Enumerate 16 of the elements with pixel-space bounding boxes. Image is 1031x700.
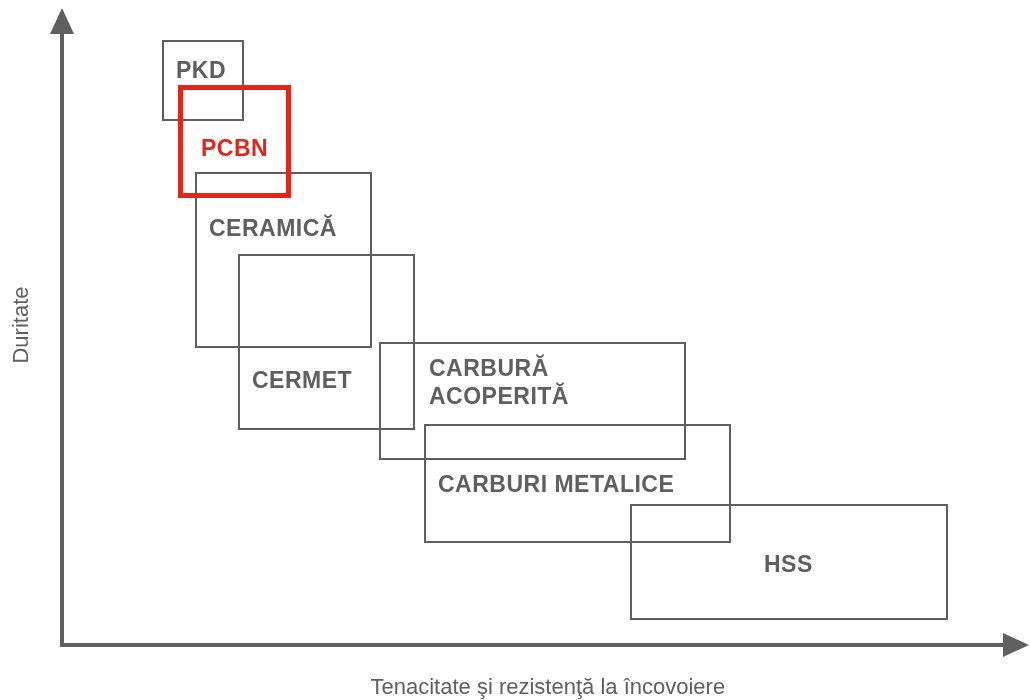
material-label: CERMET (252, 366, 353, 394)
material-box (238, 254, 415, 430)
material-box (424, 424, 731, 543)
x-axis-title: Tenacitate şi rezistenţă la încovoiere (370, 674, 726, 700)
material-label: CARBURI METALICE (438, 470, 675, 498)
material-box (195, 172, 372, 348)
material-label: PKD (176, 56, 227, 84)
material-box (178, 85, 291, 198)
material-box (379, 342, 686, 460)
material-label: PCBN (201, 134, 269, 162)
material-label: CARBURĂ ACOPERITĂ (429, 354, 570, 410)
material-box (162, 40, 244, 121)
material-label: HSS (764, 550, 813, 578)
material-label: CERAMICĂ (209, 214, 337, 242)
material-box (630, 504, 948, 620)
y-axis-title: Duritate (7, 286, 33, 364)
